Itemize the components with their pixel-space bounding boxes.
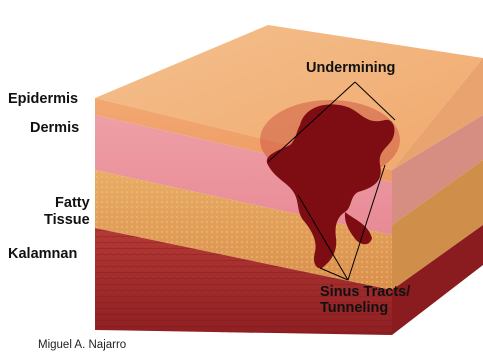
author-credit: Miguel A. Najarro — [38, 339, 126, 351]
undermining-label: Undermining — [306, 60, 395, 76]
dermis-label: Dermis — [30, 120, 79, 137]
kalamnan-label: Kalamnan — [8, 246, 77, 263]
epidermis-label: Epidermis — [8, 91, 78, 108]
tunneling-line2: Tunneling — [320, 300, 410, 316]
tissue-label-line2: Tissue — [44, 212, 90, 229]
sinus-tracts-label: Sinus Tracts/ Tunneling — [320, 284, 410, 316]
sinus-tracts-line1: Sinus Tracts/ — [320, 284, 410, 300]
fatty-label-line1: Fatty — [44, 195, 90, 212]
fatty-tissue-label: Fatty Tissue — [44, 195, 90, 229]
